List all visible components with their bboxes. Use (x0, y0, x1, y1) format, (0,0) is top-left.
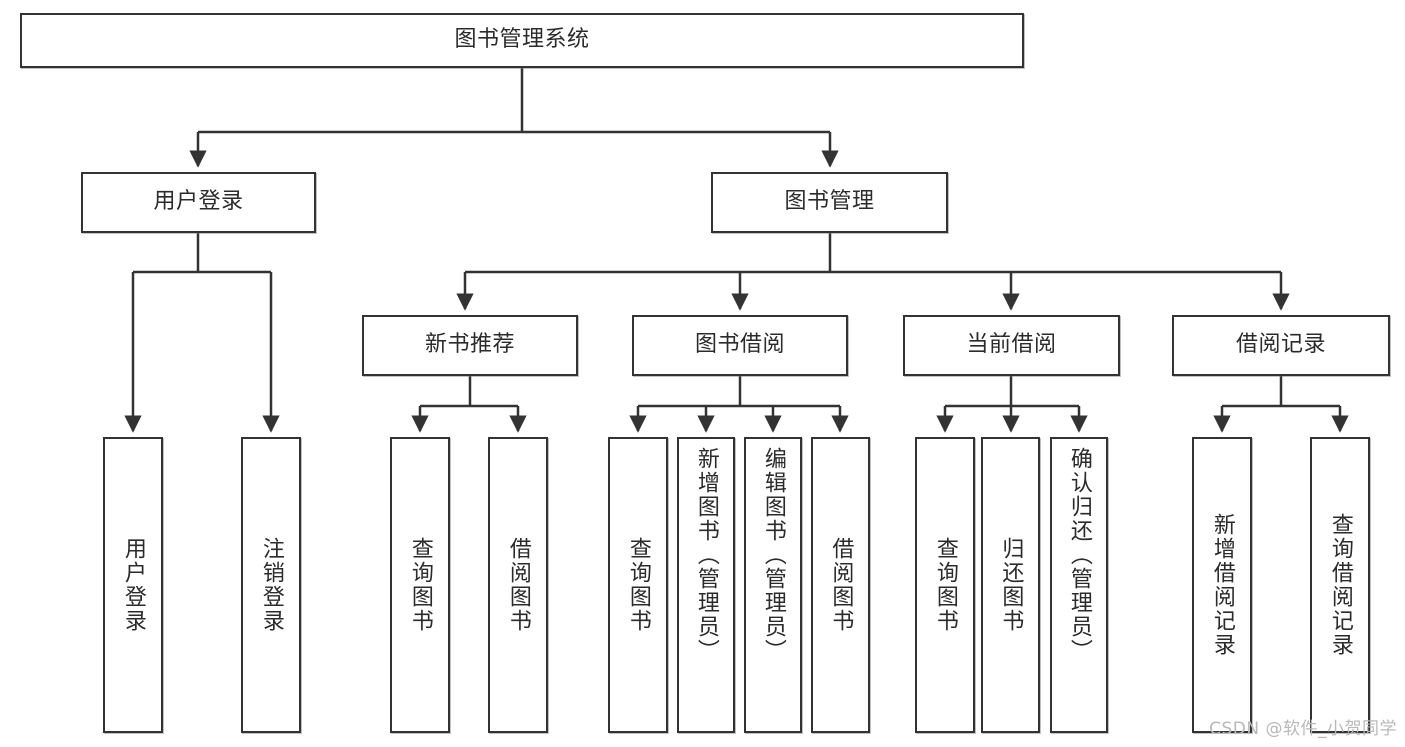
leaf-add-book[interactable]: 新增图书（管理员） (677, 437, 735, 733)
leaf-label: 查询图书 (625, 537, 651, 633)
node-new-book-recommend[interactable]: 新书推荐 (362, 315, 578, 376)
leaf-borrow-book-new-book[interactable]: 借阅图书 (488, 437, 548, 733)
leaf-label: 用户登录 (120, 537, 146, 633)
node-borrow-record[interactable]: 借阅记录 (1172, 315, 1390, 376)
leaf-borrow-book-borrow[interactable]: 借阅图书 (811, 437, 870, 733)
leaf-label: 借阅图书 (505, 537, 531, 633)
node-book-management[interactable]: 图书管理 (711, 172, 948, 233)
leaf-label: 归还图书 (998, 537, 1024, 633)
leaf-query-book-borrow[interactable]: 查询图书 (608, 437, 668, 733)
node-label: 图书管理 (784, 189, 875, 215)
leaf-label: 借阅图书 (828, 537, 854, 633)
leaf-label: 确认归还（管理员） (1066, 447, 1092, 663)
leaf-user-login[interactable]: 用户登录 (103, 437, 163, 733)
node-label: 借阅记录 (1235, 332, 1326, 358)
leaf-return-book[interactable]: 归还图书 (981, 437, 1040, 733)
leaf-query-book-new-book[interactable]: 查询图书 (390, 437, 450, 733)
leaf-query-book-current[interactable]: 查询图书 (915, 437, 975, 733)
leaf-edit-book[interactable]: 编辑图书（管理员） (744, 437, 802, 733)
leaf-label: 查询图书 (932, 537, 958, 633)
node-book-borrow[interactable]: 图书借阅 (632, 315, 848, 376)
leaf-query-borrow-record[interactable]: 查询借阅记录 (1310, 437, 1370, 733)
node-label: 图书管理系统 (454, 27, 590, 53)
node-current-borrow[interactable]: 当前借阅 (903, 315, 1120, 376)
leaf-logout-login[interactable]: 注销登录 (241, 437, 301, 733)
node-label: 当前借阅 (966, 332, 1057, 358)
leaf-label: 查询借阅记录 (1327, 513, 1353, 657)
leaf-label: 编辑图书（管理员） (760, 447, 786, 663)
leaf-label: 注销登录 (258, 537, 284, 633)
leaf-add-borrow-record[interactable]: 新增借阅记录 (1192, 437, 1252, 733)
node-label: 图书借阅 (694, 332, 785, 358)
node-book-management-system[interactable]: 图书管理系统 (20, 13, 1024, 68)
leaf-label: 查询图书 (407, 537, 433, 633)
node-label: 新书推荐 (424, 332, 515, 358)
csdn-watermark: CSDN @软件_小贺同学 (1209, 719, 1397, 739)
leaf-label: 新增图书（管理员） (693, 447, 719, 663)
leaf-confirm-return[interactable]: 确认归还（管理员） (1050, 437, 1108, 733)
node-label: 用户登录 (153, 189, 244, 215)
leaf-label: 新增借阅记录 (1209, 513, 1235, 657)
node-user-login[interactable]: 用户登录 (81, 172, 316, 233)
